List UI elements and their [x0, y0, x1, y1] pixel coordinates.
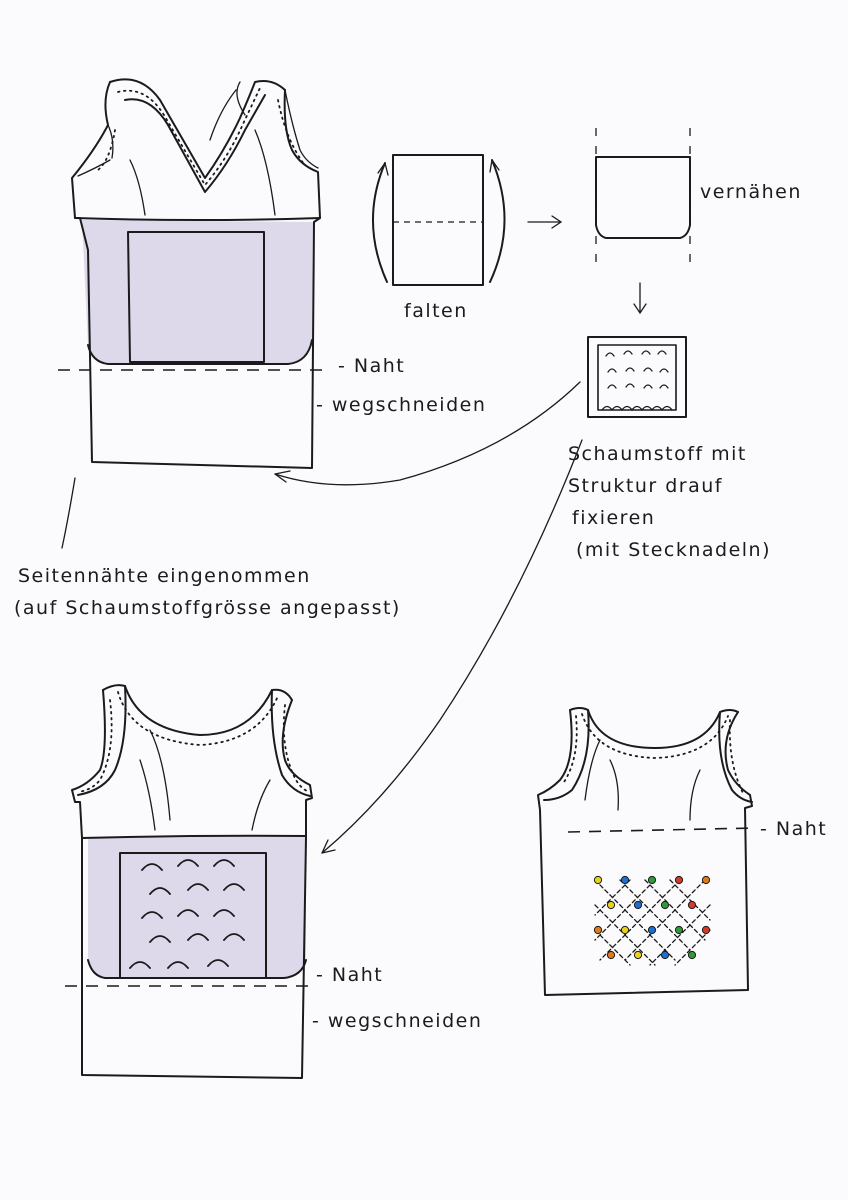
tank-top-beads	[537, 707, 756, 996]
label-schaumstoff-3: fixieren	[572, 507, 656, 529]
label-schaumstoff-1: Schaumstoff mit	[568, 443, 747, 465]
arrow-right	[527, 215, 563, 229]
label-falten: falten	[404, 300, 468, 322]
bead-dots	[593, 875, 711, 960]
seam-line-right	[567, 827, 756, 833]
label-wegschneiden-bottom: - wegschneiden	[312, 1010, 483, 1032]
bead-dot	[593, 925, 603, 935]
bead-dot	[633, 950, 643, 960]
bead-dot	[620, 875, 630, 885]
label-naht-bottom: - Naht	[316, 964, 384, 986]
label-schaumstoff-4: (mit Stecknadeln)	[576, 539, 772, 561]
bead-dot	[633, 900, 643, 910]
label-naht-top: - Naht	[338, 355, 406, 377]
pocket-square	[127, 231, 265, 363]
fold-arrow-right	[489, 159, 506, 283]
arrow-to-top-shirt	[274, 381, 581, 486]
label-schaumstoff-2: Struktur drauf	[568, 475, 723, 497]
v-neck-outer	[109, 78, 286, 179]
bead-dot	[674, 925, 684, 935]
bead-dot	[701, 925, 711, 935]
fabric-panel-bottom	[88, 836, 306, 978]
label-wegschneiden-top: - wegschneiden	[316, 394, 487, 416]
sewn-square	[595, 128, 691, 262]
fabric-square-sewn	[595, 156, 691, 239]
bead-dot	[593, 875, 603, 885]
arrow-to-bottom-shirt	[321, 439, 583, 854]
bead-dot	[620, 925, 630, 935]
bead-dot	[701, 875, 711, 885]
tank-top-outline-bottom	[71, 689, 313, 1079]
fold-arrow-left	[372, 162, 388, 283]
bead-dot	[660, 900, 670, 910]
tank-top-outline-beads	[537, 709, 753, 996]
label-vernaehen: vernähen	[700, 181, 802, 203]
tank-top-foam	[65, 684, 313, 1079]
bead-dot	[647, 925, 657, 935]
tank-top-outline	[71, 81, 321, 469]
tank-top-vneck	[58, 78, 581, 549]
bead-dot	[674, 875, 684, 885]
arrow-down	[633, 282, 647, 315]
label-seitennaehte-2: (auf Schaumstoffgrösse angepasst)	[14, 597, 401, 619]
fabric-rect-unfolded	[392, 154, 484, 286]
foam-padded-square	[587, 336, 687, 418]
fabric-panel-top	[82, 220, 313, 364]
label-seitennaehte-1: Seitennähte eingenommen	[18, 565, 311, 587]
bead-dot	[647, 875, 657, 885]
bead-dot	[660, 950, 670, 960]
v-neck-inner	[124, 94, 266, 193]
bead-dot	[606, 950, 616, 960]
bead-dot	[687, 900, 697, 910]
bead-dot	[687, 950, 697, 960]
label-naht-right: - Naht	[760, 818, 828, 840]
bead-dot	[606, 900, 616, 910]
fold-diagram	[372, 154, 506, 286]
